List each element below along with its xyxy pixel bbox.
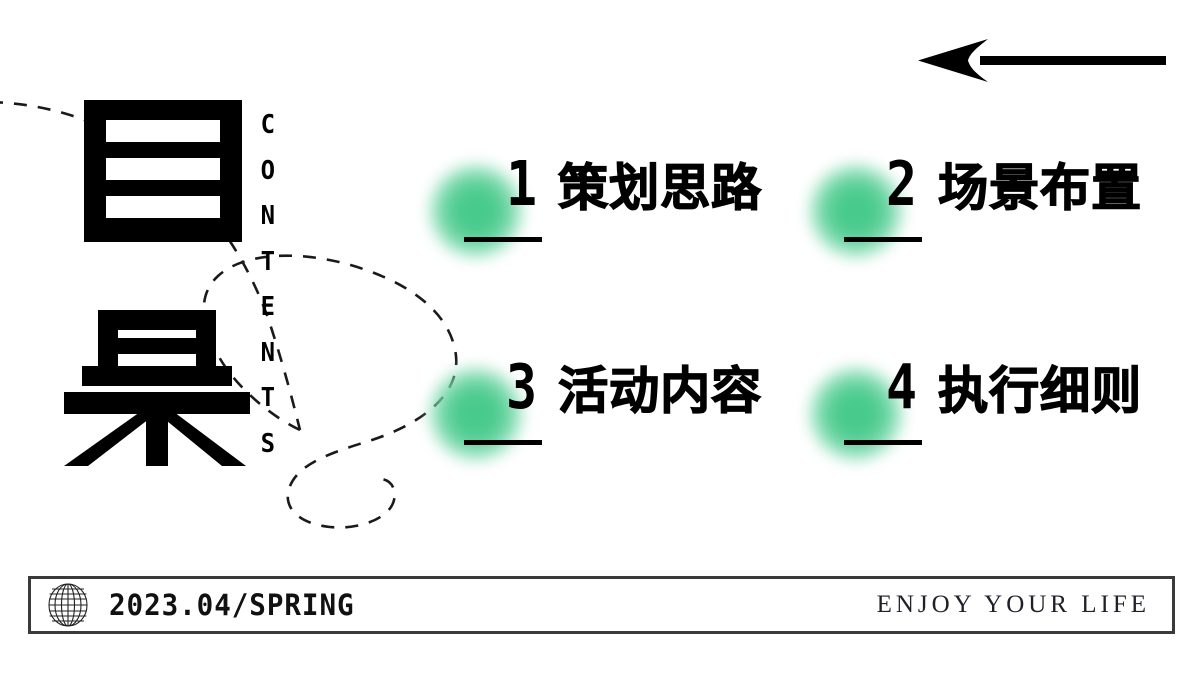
agenda-item-underline — [464, 237, 542, 242]
agenda-item-label: 执行细则 — [937, 363, 1143, 419]
agenda-item-underline — [844, 440, 922, 445]
contents-letter: S — [260, 428, 276, 459]
agenda-item-row: 4 执行细则 — [808, 351, 1143, 424]
agenda-item-row: 2 场景布置 — [808, 148, 1143, 221]
contents-letter: N — [260, 201, 276, 232]
contents-letter: O — [260, 155, 276, 186]
agenda-item-number: 3 — [506, 351, 538, 424]
footer-bar: 2023.04/SPRING ENJOY YOUR LIFE — [28, 576, 1175, 634]
agenda-item-row: 3 活动内容 — [428, 351, 763, 424]
green-blob-icon — [808, 366, 904, 462]
page-title — [64, 96, 300, 466]
cjk-glyph-lu — [64, 310, 250, 466]
agenda-item-2[interactable]: 2 场景布置 — [808, 148, 1200, 285]
green-blob-icon — [428, 366, 524, 462]
agenda-item-number: 4 — [886, 351, 918, 424]
globe-icon — [48, 583, 88, 627]
agenda-item-label: 策划思路 — [557, 160, 763, 216]
contents-letter: E — [260, 292, 276, 323]
agenda-item-4[interactable]: 4 执行细则 — [808, 351, 1200, 488]
green-blob-icon — [808, 163, 904, 259]
agenda-item-number: 1 — [506, 148, 538, 221]
contents-letter: C — [260, 110, 276, 140]
agenda-item-underline — [464, 440, 542, 445]
footer-slogan: ENJOY YOUR LIFE — [876, 591, 1150, 618]
agenda-item-3[interactable]: 3 活动内容 — [428, 351, 828, 488]
agenda-item-label: 场景布置 — [937, 160, 1143, 216]
agenda-item-1[interactable]: 1 策划思路 — [428, 148, 828, 285]
contents-letter: T — [260, 246, 276, 277]
left-pointing-arrow — [918, 39, 1166, 82]
agenda-item-row: 1 策划思路 — [428, 148, 763, 221]
vertical-contents-label: C O N T E N T S — [250, 112, 286, 457]
cjk-glyph-mu — [84, 100, 242, 242]
agenda-item-underline — [844, 237, 922, 242]
agenda-item-number: 2 — [886, 148, 918, 221]
contents-letter: T — [260, 383, 276, 414]
footer-date: 2023.04/SPRING — [109, 588, 355, 622]
green-blob-icon — [428, 163, 524, 259]
agenda-item-label: 活动内容 — [557, 363, 763, 419]
contents-letter: N — [260, 337, 276, 368]
